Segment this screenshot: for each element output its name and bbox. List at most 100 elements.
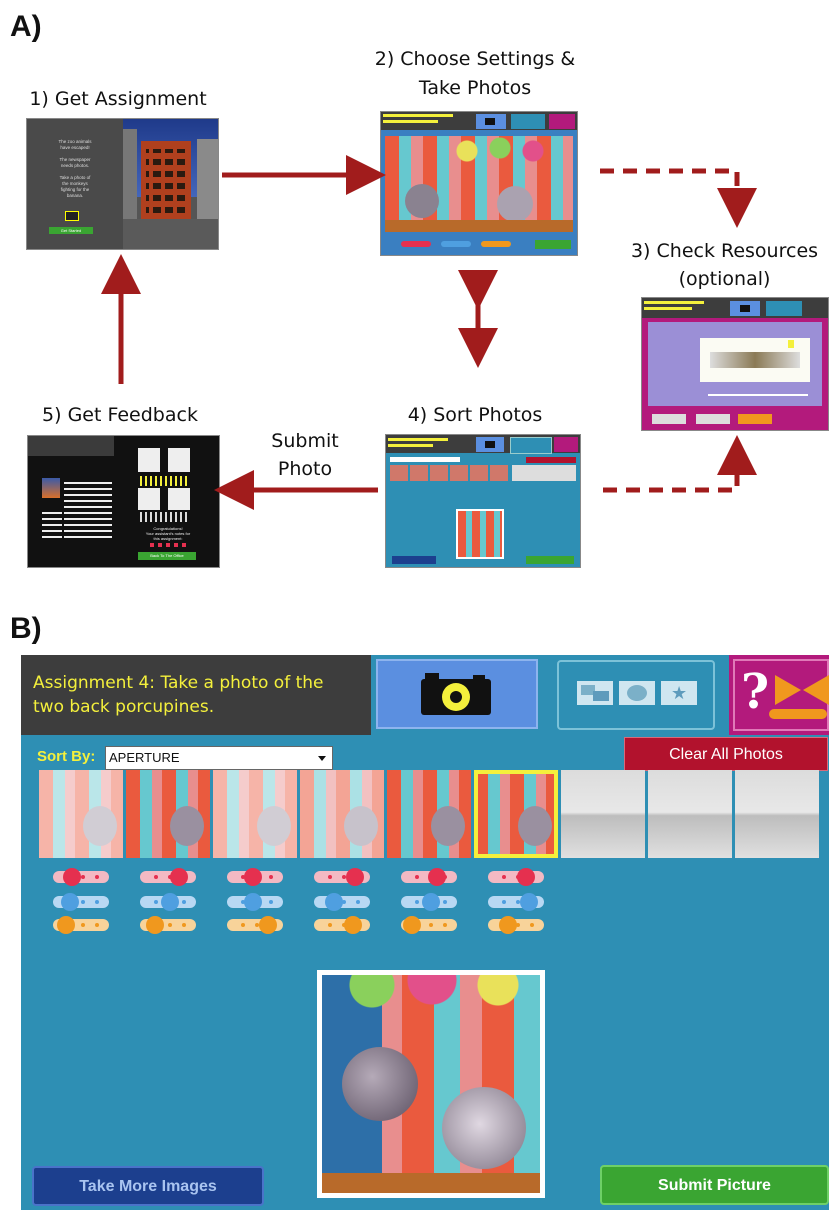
porcupine-2 — [497, 186, 533, 222]
blue-setting-slider[interactable] — [401, 893, 457, 911]
slider-tick — [342, 923, 346, 927]
clear-all-photos-button[interactable]: Clear All Photos — [624, 737, 828, 771]
photo-thumbnail[interactable] — [213, 770, 297, 858]
slider-tick — [328, 923, 332, 927]
slider-knob[interactable] — [170, 868, 189, 886]
slider-knob[interactable] — [259, 916, 278, 934]
photo-thumbnail[interactable] — [300, 770, 384, 858]
slider-tick — [182, 900, 186, 904]
empty-photo-slot[interactable] — [561, 770, 645, 858]
porcupine-thumb — [518, 806, 552, 846]
slider-tick — [502, 875, 506, 879]
slider-tick — [95, 900, 99, 904]
slider-knob[interactable] — [62, 868, 81, 886]
slider-tick — [356, 900, 360, 904]
sort-photos-thumbnail — [385, 434, 581, 568]
blue-setting-slider[interactable] — [227, 893, 283, 911]
help-icon: ? — [741, 664, 770, 720]
slider-tick — [516, 923, 520, 927]
empty-photo-slot[interactable] — [648, 770, 732, 858]
aperture-icon — [619, 681, 655, 705]
slider-knob[interactable] — [325, 893, 344, 911]
step-1-label: 1) Get Assignment — [29, 88, 207, 110]
help-tab[interactable]: ? — [729, 655, 829, 735]
slider-tick — [154, 875, 158, 879]
slider-knob[interactable] — [145, 916, 164, 934]
red-setting-slider[interactable] — [488, 868, 544, 886]
resource-panel — [648, 322, 822, 406]
take-more-images-button[interactable]: Take More Images — [32, 1166, 264, 1206]
slider-knob[interactable] — [160, 893, 179, 911]
orange-setting-slider[interactable] — [227, 916, 283, 934]
red-setting-slider[interactable] — [140, 868, 196, 886]
orange-setting-slider[interactable] — [140, 916, 196, 934]
submit-picture-button[interactable]: Submit Picture — [600, 1165, 829, 1205]
slider-knob[interactable] — [421, 893, 440, 911]
red-setting-slider[interactable] — [314, 868, 370, 886]
slider-knob[interactable] — [346, 868, 365, 886]
photo-thumbnail[interactable] — [39, 770, 123, 858]
shutter-icon: ★ — [661, 681, 697, 705]
red-setting-slider[interactable] — [53, 868, 109, 886]
feedback-stars — [150, 543, 186, 547]
sort-by-label: Sort By: — [37, 748, 96, 765]
empty-photo-slot[interactable] — [735, 770, 819, 858]
photo-sorting-interface: Assignment 4: Take a photo of the two ba… — [21, 655, 829, 1210]
blue-setting-slider[interactable] — [53, 893, 109, 911]
blue-setting-slider[interactable] — [488, 893, 544, 911]
blue-setting-slider[interactable] — [140, 893, 196, 911]
slider-knob[interactable] — [499, 916, 518, 934]
slider-knob[interactable] — [56, 916, 75, 934]
panel-a-label: A) — [10, 10, 42, 43]
assignment-line-1: Assignment 4: Take a photo of the — [33, 673, 324, 693]
brick-building — [141, 141, 191, 229]
slider-knob[interactable] — [60, 893, 79, 911]
step-3-label-line2: (optional) — [678, 268, 771, 290]
depth-of-field-icon — [577, 681, 613, 705]
slider-knob[interactable] — [244, 893, 263, 911]
slider-tick — [443, 923, 447, 927]
slider-knob[interactable] — [520, 893, 539, 911]
slider-knob[interactable] — [344, 916, 363, 934]
assignment-line-2: two back porcupines. — [33, 697, 215, 717]
blue-setting-slider[interactable] — [314, 893, 370, 911]
slider-tick — [269, 875, 273, 879]
slider-tick — [95, 875, 99, 879]
slider-tick — [241, 900, 245, 904]
photo-thumbnail[interactable] — [474, 770, 558, 858]
slider-knob[interactable] — [402, 916, 421, 934]
red-setting-slider[interactable] — [227, 868, 283, 886]
chevron-down-icon — [318, 756, 326, 761]
slider-knob[interactable] — [516, 868, 535, 886]
camera-tab[interactable] — [371, 655, 543, 735]
orange-setting-slider[interactable] — [401, 916, 457, 934]
sort-by-dropdown[interactable]: APERTURE — [105, 746, 333, 770]
slider-tick — [516, 900, 520, 904]
resources-tab[interactable]: ★ — [551, 655, 721, 735]
slider-tick — [255, 923, 259, 927]
photo-thumbnail[interactable] — [126, 770, 210, 858]
slider-tick — [342, 875, 346, 879]
scene-preview — [385, 136, 573, 232]
check-resources-thumbnail — [641, 297, 829, 431]
photo-thumbnail[interactable] — [387, 770, 471, 858]
slider-knob[interactable] — [244, 868, 263, 886]
slider-tick — [95, 923, 99, 927]
red-setting-slider[interactable] — [401, 868, 457, 886]
city-scene — [123, 119, 218, 249]
step-2-label-line2: Take Photos — [418, 77, 532, 99]
back-to-office-button: Back To The Office — [138, 552, 196, 560]
orange-setting-slider[interactable] — [53, 916, 109, 934]
selected-photo-preview — [317, 970, 545, 1198]
orange-setting-slider[interactable] — [314, 916, 370, 934]
get-feedback-thumbnail: Congratulations! Your assistant's notes … — [27, 435, 220, 568]
porcupine-thumb — [344, 806, 378, 846]
slider-knob[interactable] — [427, 868, 446, 886]
arrow-3-to-4-dashed — [603, 435, 757, 493]
porcupine-1 — [405, 184, 439, 218]
slider-tick — [81, 875, 85, 879]
balloons — [342, 975, 540, 1015]
orange-setting-slider[interactable] — [488, 916, 544, 934]
slider-tick — [502, 900, 506, 904]
